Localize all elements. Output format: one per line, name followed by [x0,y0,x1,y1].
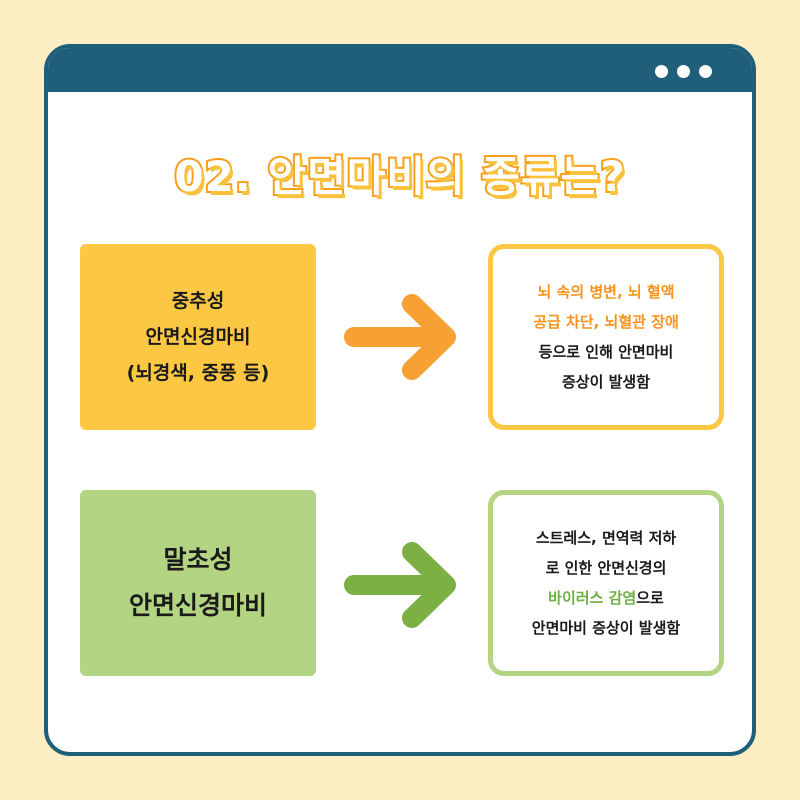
peripheral-desc-line-1: 스트레스, 면역력 저하 [535,529,677,547]
virus-infection-highlight: 바이러스 감염 [548,589,637,607]
window-controls [655,65,712,78]
window-titlebar [48,48,752,92]
app-window: 02. 안면마비의 종류는? 중추성 안면신경마비 (뇌경색, 중풍 등) 뇌 … [44,44,756,756]
peripheral-label-line-1: 말초성 [163,545,233,574]
window-dot-1[interactable] [655,65,668,78]
central-label-line-3: (뇌경색, 중풍 등) [126,362,270,384]
central-label-line-2: 안면신경마비 [145,326,251,348]
peripheral-palsy-description-card: 스트레스, 면역력 저하 로 인한 안면신경의 바이러스 감염으로 안면마비 증… [488,490,724,676]
page-title: 02. 안면마비의 종류는? [172,150,626,203]
central-desc-line-3: 등으로 인해 안면마비 [538,343,674,361]
right-arrow-icon [344,294,456,380]
peripheral-desc-line-3-rest: 으로 [636,589,664,607]
central-desc-line-2: 공급 차단, 뇌혈관 장애 [533,313,679,331]
central-label-line-1: 중추성 [171,290,225,312]
right-arrow-icon [344,542,456,628]
peripheral-desc-line-2: 로 인한 안면신경의 [545,559,667,577]
peripheral-desc-line-4: 안면마비 증상이 발생함 [531,619,681,637]
peripheral-label-line-2: 안면신경마비 [128,591,267,620]
central-desc-line-4: 증상이 발생함 [561,373,651,391]
window-dot-2[interactable] [677,65,690,78]
peripheral-palsy-label-card: 말초성 안면신경마비 [80,490,316,676]
central-desc-line-1: 뇌 속의 병변, 뇌 혈액 [537,283,675,301]
central-palsy-label-card: 중추성 안면신경마비 (뇌경색, 중풍 등) [80,244,316,430]
central-palsy-description-card: 뇌 속의 병변, 뇌 혈액 공급 차단, 뇌혈관 장애 등으로 인해 안면마비 … [488,244,724,430]
peripheral-desc-line-3: 바이러스 감염으로 [548,583,664,613]
window-dot-3[interactable] [699,65,712,78]
